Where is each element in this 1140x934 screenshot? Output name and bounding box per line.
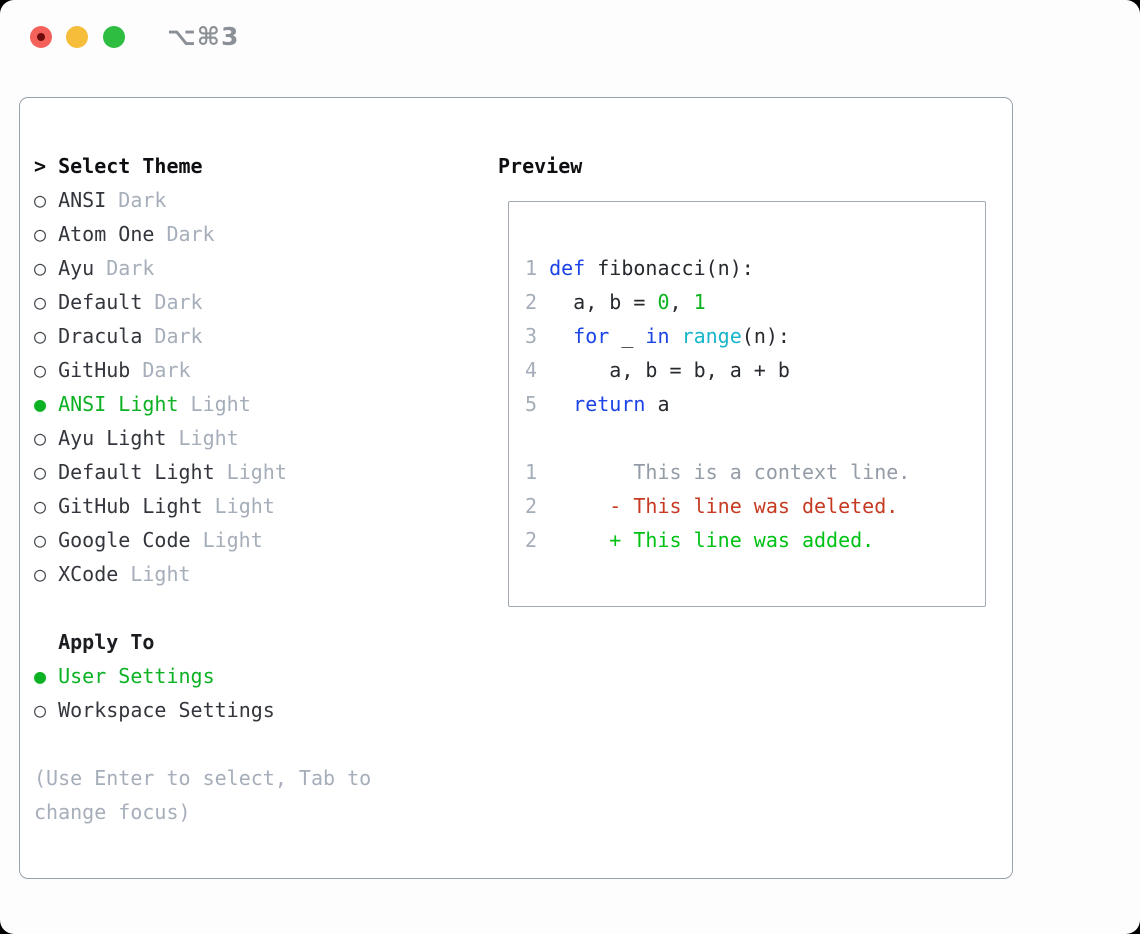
theme-variant-label: Light (178, 426, 239, 450)
help-text: (Use Enter to select, Tab to change focus… (34, 761, 371, 829)
apply-to-header: Apply To (58, 630, 155, 654)
theme-option-ansi-light[interactable]: ● ANSI Light Light (34, 387, 371, 421)
titlebar: ⌥⌘3 (0, 0, 1140, 75)
theme-option-ansi-label: ANSI (58, 188, 107, 212)
code-line-2: 2 a, b = 0, 1 (525, 290, 706, 314)
window-title: ⌥⌘3 (167, 22, 240, 51)
theme-variant-label: Light (190, 392, 251, 416)
theme-option-github-label: GitHub (58, 358, 131, 382)
help-text-line: (Use Enter to select, Tab to (34, 766, 372, 790)
diff-line-2: 2 - This line was deleted. (525, 494, 899, 518)
code-line-3: 3 for _ in range(n): (525, 324, 790, 348)
theme-variant-label: Dark (106, 256, 155, 280)
theme-option-default-light-label: Default Light (58, 460, 215, 484)
radio-unselected-icon: ○ (34, 256, 47, 280)
theme-option-ayu-light[interactable]: ○ Ayu Light Light (34, 421, 371, 455)
theme-option-github[interactable]: ○ GitHub Dark (34, 353, 371, 387)
radio-unselected-icon: ○ (34, 460, 47, 484)
apply-option-user-settings-label: User Settings (58, 664, 215, 688)
theme-option-ayu-label: Ayu (58, 256, 95, 280)
theme-option-default-light[interactable]: ○ Default Light Light (34, 455, 371, 489)
select-theme-header: > Select Theme (34, 149, 371, 183)
code-preview: 1 def fibonacci(n): 2 a, b = 0, 1 3 for _ … (509, 202, 985, 557)
apply-to-list: ● User Settings ○ Workspace Settings (34, 659, 371, 727)
preview-box: 1 def fibonacci(n): 2 a, b = 0, 1 3 for _ … (508, 201, 986, 607)
preview-header: Preview (498, 154, 583, 178)
theme-variant-label: Dark (166, 222, 215, 246)
theme-option-default[interactable]: ○ Default Dark (34, 285, 371, 319)
radio-unselected-icon: ○ (34, 358, 47, 382)
close-button-icon[interactable] (30, 26, 52, 48)
radio-unselected-icon: ○ (34, 494, 47, 518)
diff-line-3: 2 + This line was added. (525, 528, 875, 552)
theme-option-dracula[interactable]: ○ Dracula Dark (34, 319, 371, 353)
radio-unselected-icon: ○ (34, 528, 47, 552)
theme-option-github-light-label: GitHub Light (58, 494, 203, 518)
radio-unselected-icon: ○ (34, 562, 47, 586)
theme-option-ayu-light-label: Ayu Light (58, 426, 167, 450)
theme-variant-label: Dark (142, 358, 191, 382)
apply-option-workspace-settings[interactable]: ○ Workspace Settings (34, 693, 371, 727)
diff-line-1: 1 This is a context line. (525, 460, 911, 484)
select-theme-header-label: Select Theme (58, 154, 203, 178)
code-line-5: 5 return a (525, 392, 670, 416)
radio-unselected-icon: ○ (34, 426, 47, 450)
help-text-line: change focus) (34, 800, 191, 824)
theme-option-github-light[interactable]: ○ GitHub Light Light (34, 489, 371, 523)
theme-option-xcode[interactable]: ○ XCode Light (34, 557, 371, 591)
theme-option-xcode-label: XCode (58, 562, 119, 586)
radio-unselected-icon: ○ (34, 324, 47, 348)
theme-variant-label: Dark (154, 290, 203, 314)
code-line-4: 4 a, b = b, a + b (525, 358, 790, 382)
minimize-button-icon[interactable] (66, 26, 88, 48)
theme-option-ansi[interactable]: ○ ANSI Dark (34, 183, 371, 217)
theme-option-default-label: Default (58, 290, 143, 314)
theme-option-ansi-light-label: ANSI Light (58, 392, 179, 416)
theme-variant-label: Dark (118, 188, 167, 212)
theme-option-ayu[interactable]: ○ Ayu Dark (34, 251, 371, 285)
pointer-icon: > (34, 154, 47, 178)
zoom-button-icon[interactable] (103, 26, 125, 48)
code-line-1: 1 def fibonacci(n): (525, 256, 754, 280)
theme-option-atom-one-label: Atom One (58, 222, 155, 246)
radio-unselected-icon: ○ (34, 188, 47, 212)
theme-option-google-code[interactable]: ○ Google Code Light (34, 523, 371, 557)
theme-variant-label: Light (214, 494, 275, 518)
theme-variant-label: Dark (154, 324, 203, 348)
theme-variant-label: Light (226, 460, 287, 484)
radio-selected-icon: ● (34, 664, 47, 688)
theme-option-google-code-label: Google Code (58, 528, 191, 552)
radio-selected-icon: ● (34, 392, 47, 416)
radio-unselected-icon: ○ (34, 290, 47, 314)
diff-preview: 1 This is a context line. 2 - This line w… (525, 455, 985, 557)
theme-variant-label: Light (130, 562, 191, 586)
spacer-row (34, 727, 371, 761)
theme-option-dracula-label: Dracula (58, 324, 143, 348)
radio-unselected-icon: ○ (34, 222, 47, 246)
theme-option-atom-one[interactable]: ○ Atom One Dark (34, 217, 371, 251)
spacer-row (34, 591, 371, 625)
radio-unselected-icon: ○ (34, 698, 47, 722)
apply-option-workspace-settings-label: Workspace Settings (58, 698, 275, 722)
theme-variant-label: Light (202, 528, 263, 552)
apply-option-user-settings[interactable]: ● User Settings (34, 659, 371, 693)
